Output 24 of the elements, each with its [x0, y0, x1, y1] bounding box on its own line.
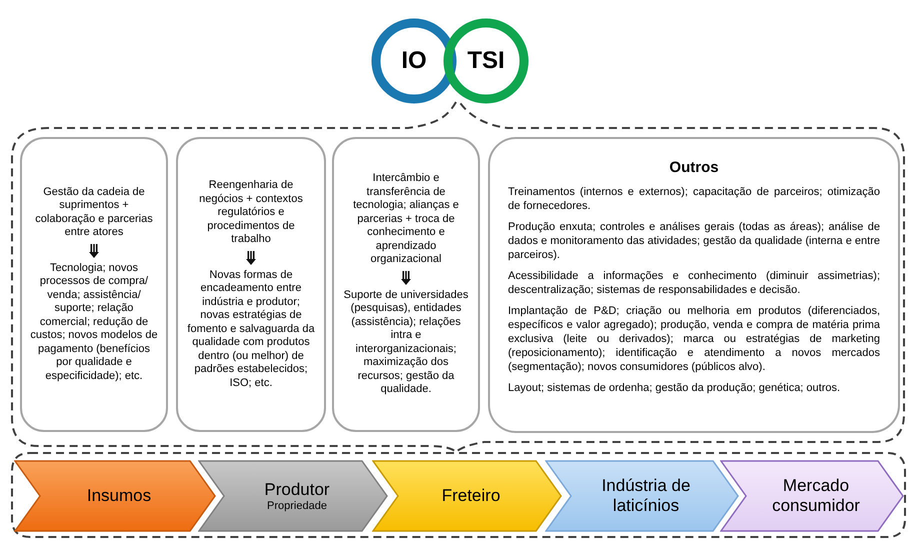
rounded-text-box: [488, 137, 900, 433]
paragraph: Implantação de P&D; criação ou melhoria em produtos (diferenciados, específicos e valor agregado); produção, venda e compra de matéria prima exclusiva (leite ou derivados); marca ou estratégias de marketing (reposicionamento); identificação e atendimento a novos mercados (segmentação); novos consumidores (públicos alvo).: [508, 304, 880, 374]
rounded-text-box: [176, 137, 326, 432]
ring-label: IO: [401, 46, 427, 76]
rounded-text-box: [332, 137, 480, 432]
stage-label: Insumos: [86, 486, 152, 506]
stage-sublabel: Propriedade: [267, 500, 327, 512]
paragraph: Acessibilidade a informações e conhecimento (diminuir assimetrias); descentralização; sistemas de responsabilidades e decisão.: [508, 269, 880, 297]
paragraph: Novas formas de encadeamento entre indústria e produtor; novas estratégias de fomento e salvaguarda da qualidade com produtos dentro (ou melhor) de padrões estabelecidos; ISO; etc.: [186, 268, 316, 390]
paragraph: Gestão da cadeia de suprimentos + colaboração e parcerias entre atores: [34, 186, 154, 240]
stage-label: Produtor: [264, 480, 330, 500]
paragraph: Suporte de universidades (pesquisas), entidades (assistência); relações intra e interorganizacionais; maximização dos recursos; gestão da qualidade.: [342, 288, 470, 397]
paragraph: Reengenharia de negócios + contextos regulatórios e procedimentos de trabalho: [198, 179, 304, 246]
rounded-text-box: [20, 137, 168, 432]
paragraph: Produção enxuta; controles e análises gerais (todas as áreas); análise de dados e monitoramento das atividades; gestão da qualidade (interna e entre parceiros).: [508, 220, 880, 262]
paragraph: Tecnologia; novos processos de compra/ venda; assistência/ suporte; relação comercial; redução de custos; novos modelos de pagamento (benefícios por qualidade e especificidade); etc.: [30, 262, 158, 384]
stage-label: Mercado consumidor: [771, 476, 861, 516]
stage-label: Freteiro: [442, 486, 500, 506]
paragraph: Intercâmbio e transferência de tecnologia; alianças e parcerias + troca de conhecimento e aprendizado organizacional: [352, 172, 460, 267]
paragraph: Layout; sistemas de ordenha; gestão da produção; genética; outros.: [508, 381, 842, 395]
stage-label: Indústria de laticínios: [600, 476, 692, 516]
ring-label: TSI: [467, 46, 505, 76]
box-heading: Outros: [668, 161, 720, 175]
paragraph: Treinamentos (internos e externos); capacitação de parceiros; otimização de fornecedores.: [508, 185, 880, 213]
